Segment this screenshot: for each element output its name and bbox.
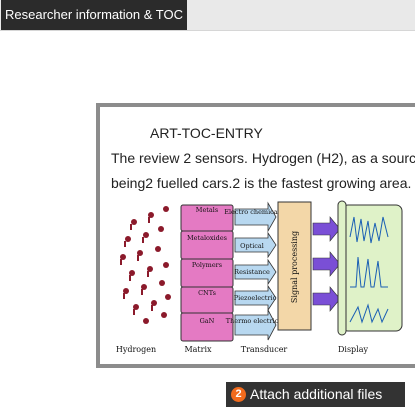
matrix-item-cnts: CNTs: [198, 289, 216, 297]
hydrogen-molecules: [120, 206, 171, 324]
toc-text-line-1: The review 2 sensors. Hydrogen (H2), as …: [111, 150, 415, 166]
toc-graphic: Metals Metaloxides Polymers CNTs GaN Ele…: [116, 200, 403, 354]
matrix-item-metaloxides: Metaloxides: [187, 234, 227, 242]
transducer-label: Signal processing: [290, 231, 299, 303]
matrix-column: Metals Metaloxides Polymers CNTs GaN: [180, 204, 234, 342]
sensing-item-thermoelectric: Thermo electric: [226, 317, 279, 325]
sensing-item-electrochemical-label: Electro chemical: [224, 208, 280, 216]
top-bar: Researcher information & TOC: [0, 0, 415, 31]
output-arrows: [312, 216, 341, 312]
display-panel: [337, 200, 403, 336]
caption-hydrogen: Hydrogen: [116, 345, 156, 354]
toc-entry-frame: ART-TOC-ENTRY The review 2 sensors. Hydr…: [96, 103, 415, 368]
toc-text-line-2: being2 fuelled cars.2 is the fastest gro…: [111, 175, 415, 191]
transducer-box: Signal processing: [277, 201, 312, 331]
tab-researcher-info[interactable]: Researcher information & TOC: [1, 0, 187, 30]
toc-title: ART-TOC-ENTRY: [150, 125, 263, 141]
sensing-item-electrochemical: Electro chemical: [224, 208, 280, 216]
sensing-item-piezoelectric: Piezoelectric: [234, 294, 277, 302]
caption-matrix: Matrix: [184, 345, 212, 354]
attach-files-label: Attach additional files: [250, 386, 383, 402]
matrix-item-metals: Metals: [196, 206, 218, 214]
matrix-item-polymers: Polymers: [192, 261, 222, 269]
step-badge: 2: [231, 387, 246, 402]
caption-transducer: Transducer: [241, 345, 288, 354]
sensing-item-optical: Optical: [240, 242, 264, 250]
attach-files-button[interactable]: 2 Attach additional files: [226, 382, 405, 407]
caption-display: Display: [338, 345, 369, 354]
sensing-column: Electro chemical Optical Resistance Piez…: [224, 201, 280, 341]
sensing-item-resistance: Resistance: [234, 268, 270, 276]
matrix-item-gan: GaN: [200, 317, 215, 325]
